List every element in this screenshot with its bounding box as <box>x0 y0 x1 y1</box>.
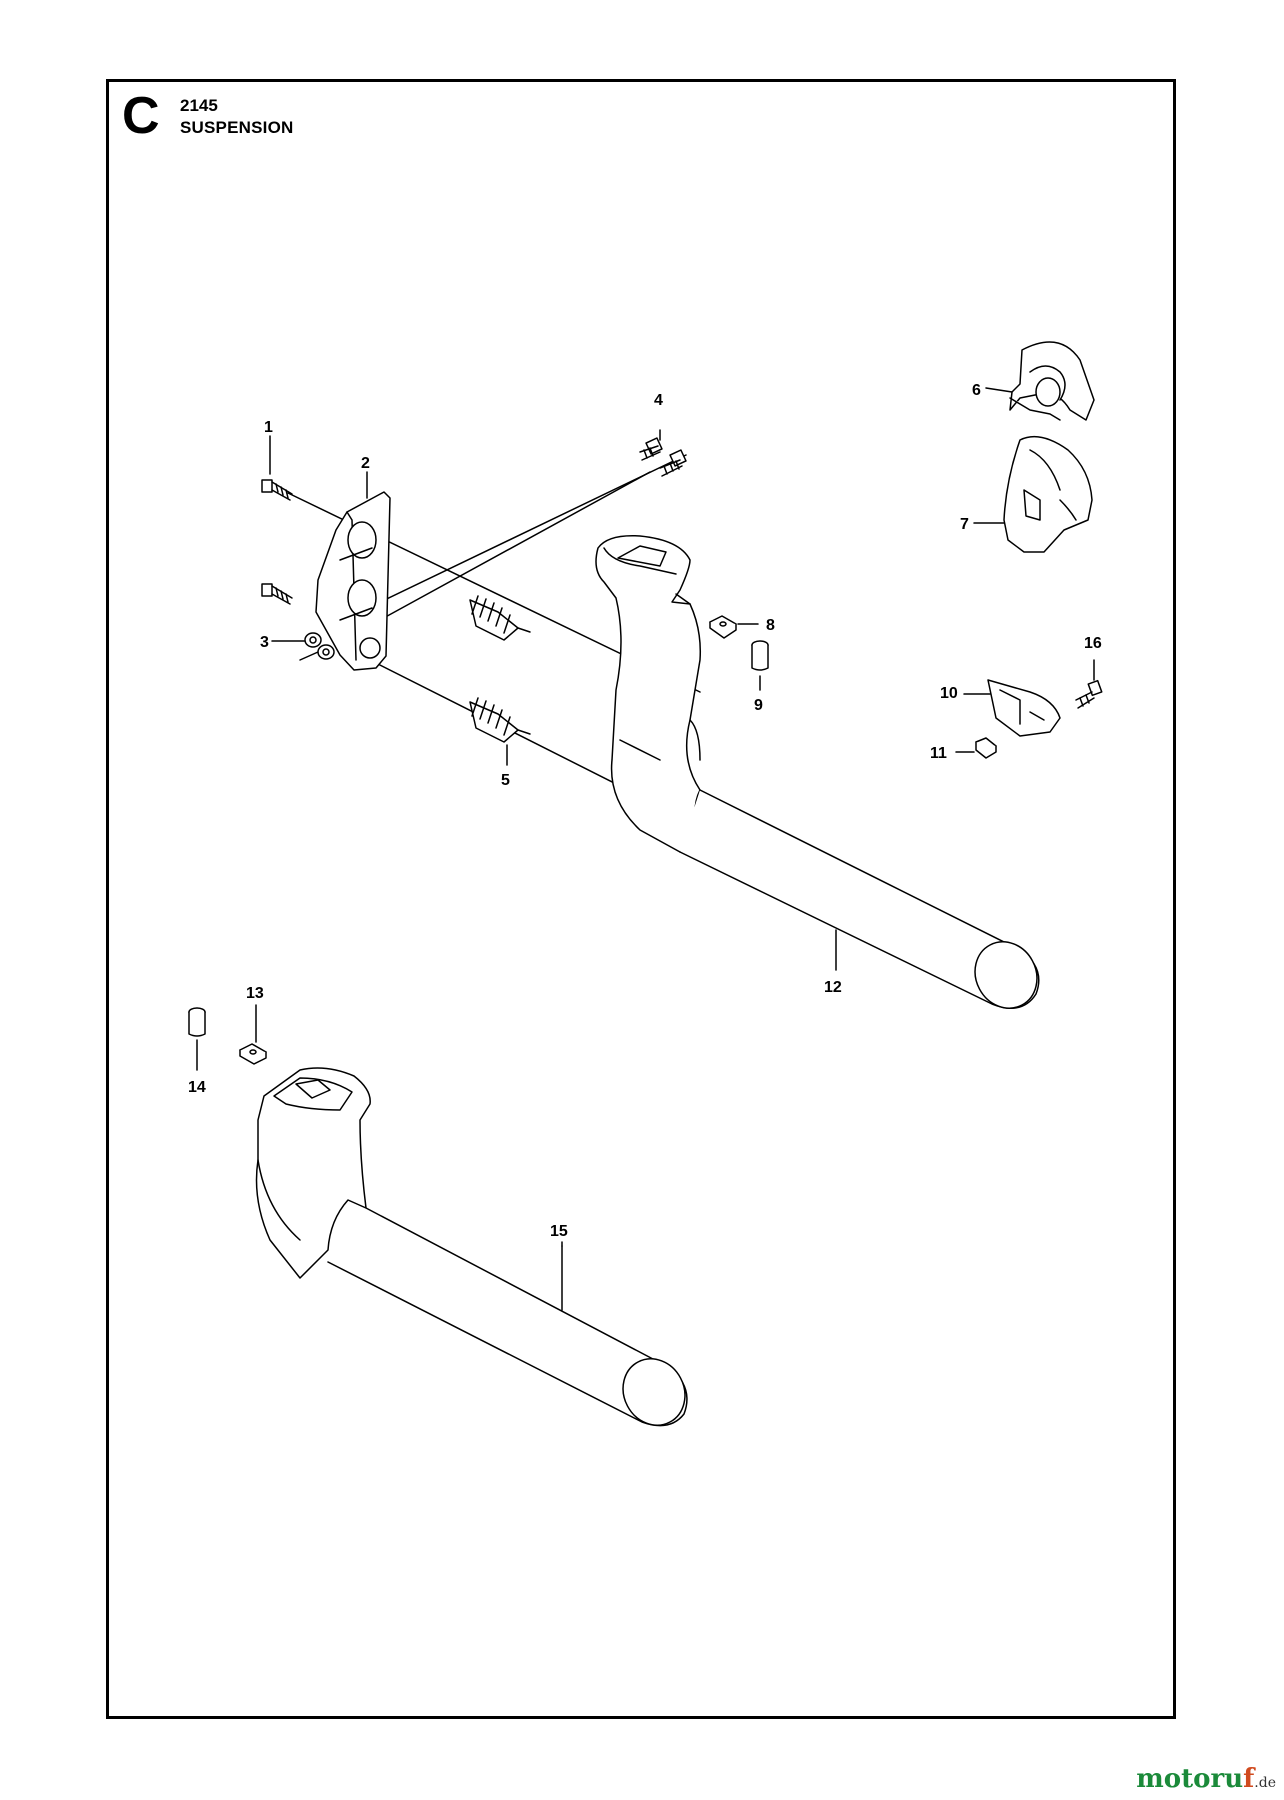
callout-10: 10 <box>940 685 958 702</box>
watermark-logo: motoruf.de <box>1136 1764 1276 1794</box>
callout-8: 8 <box>766 617 775 634</box>
part-1-screw-lower <box>261 583 293 605</box>
callout-16: 16 <box>1084 635 1102 652</box>
drawing-frame <box>106 79 1176 1719</box>
callout-3: 3 <box>260 634 269 651</box>
part-8-square-nut <box>709 615 737 639</box>
watermark-brand: motoru <box>1136 1764 1244 1794</box>
part-7-clip <box>1003 435 1093 553</box>
section-letter: C <box>122 87 160 145</box>
callout-2: 2 <box>361 455 370 472</box>
callout-12: 12 <box>824 979 842 996</box>
callout-1: 1 <box>264 419 273 436</box>
section-title: SUSPENSION <box>180 118 294 137</box>
callout-6: 6 <box>972 382 981 399</box>
assembly-line-c <box>379 471 651 621</box>
part-14-spacer <box>188 1007 206 1037</box>
part-6-clip <box>1009 341 1095 421</box>
callout-15: 15 <box>550 1223 568 1240</box>
watermark-tld: .de <box>1254 1775 1276 1791</box>
callout-9: 9 <box>754 697 763 714</box>
part-15-handle <box>255 1067 688 1427</box>
part-4-screws <box>639 437 687 477</box>
part-11-nut <box>975 737 997 759</box>
callout-14: 14 <box>188 1079 206 1096</box>
part-9-spacer <box>751 640 769 671</box>
part-10-clamp <box>987 679 1061 737</box>
callout-4: 4 <box>654 392 663 409</box>
part-2-bracket <box>315 491 391 671</box>
part-5-spring-upper <box>469 595 531 641</box>
part-5-spring-lower <box>469 697 531 743</box>
watermark-accent: f <box>1243 1764 1255 1794</box>
callout-7: 7 <box>960 516 969 533</box>
callout-5: 5 <box>501 772 510 789</box>
part-16-screw <box>1075 679 1103 709</box>
part-13-square-nut <box>239 1043 267 1065</box>
section-code: 2145 <box>180 96 218 115</box>
part-12-handle <box>595 535 1040 1009</box>
part-1-screw <box>261 479 293 501</box>
callout-11: 11 <box>930 745 947 762</box>
callout-13: 13 <box>246 985 264 1002</box>
part-3-nuts <box>304 632 335 660</box>
